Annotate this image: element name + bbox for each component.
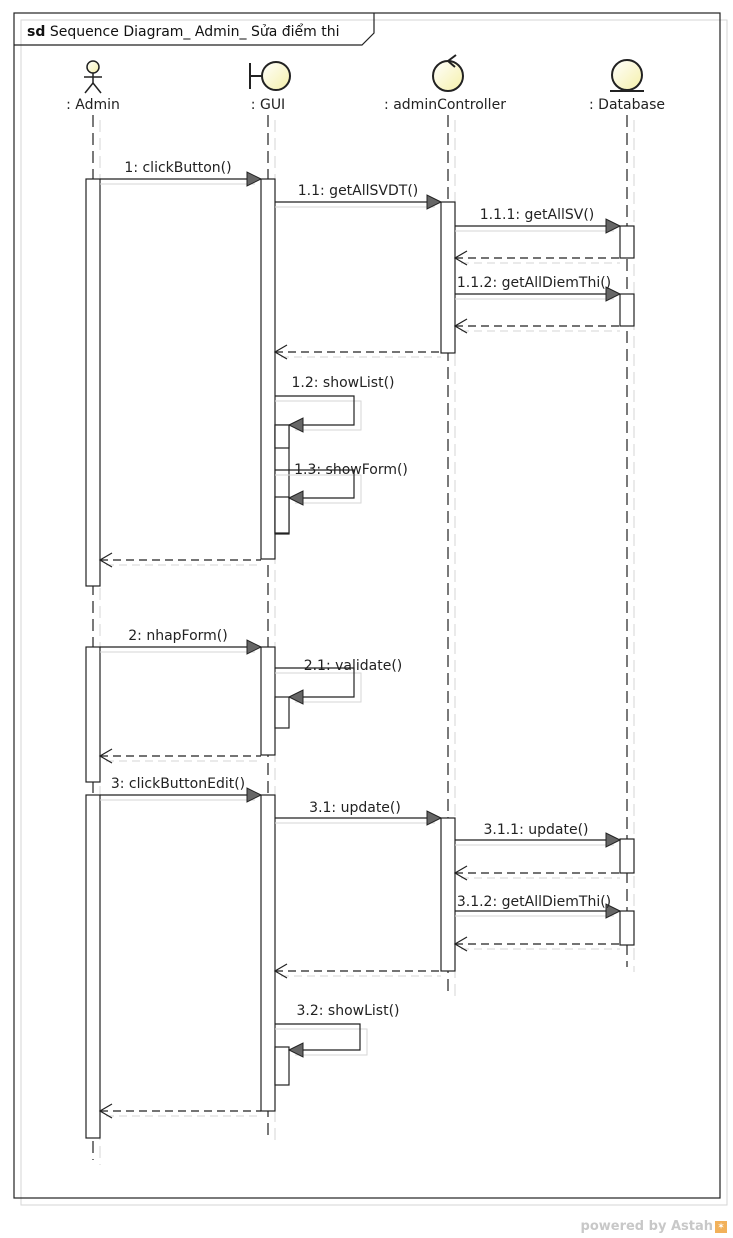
message-label: 3.1.1: update(): [483, 822, 588, 838]
message-3-clickbuttonedit: 3: clickButtonEdit(): [100, 776, 263, 803]
message-1-1-1-getallsv: 1.1.1: getAllSV(): [455, 207, 622, 234]
message-3-1-1-update: 3.1.1: update(): [455, 822, 622, 848]
message-return: [98, 552, 261, 568]
activation-bar: [85, 794, 101, 1139]
activation-bars: [85, 178, 635, 1139]
activation-bar: [260, 178, 276, 560]
activation-bar: [619, 293, 635, 327]
frame-title-text: Sequence Diagram_ Admin_ Sửa điểm thi: [50, 23, 340, 40]
activation-bar: [274, 424, 290, 449]
message-label: 1.2: showList(): [291, 375, 394, 391]
activation-bar: [85, 178, 101, 587]
message-label: 1.1.2: getAllDiemThi(): [457, 275, 611, 291]
message-label: 2.1: validate(): [304, 658, 403, 674]
entity-icon: [610, 59, 644, 92]
message-label: 3.1: update(): [309, 800, 401, 816]
message-label: 1.1.1: getAllSV(): [480, 207, 595, 223]
footer-text: powered by Astah: [580, 1219, 713, 1234]
message-2-nhapform: 2: nhapForm(): [100, 628, 263, 655]
message-return: [273, 344, 441, 360]
message-1-1-2-getalldiemthi: 1.1.2: getAllDiemThi(): [455, 275, 622, 302]
message-label: 3: clickButtonEdit(): [111, 776, 245, 792]
boundary-icon: [249, 61, 291, 91]
activation-bar: [619, 225, 635, 259]
activation-bar: [274, 496, 290, 534]
powered-by-footer: powered by Astah ✶: [581, 1219, 727, 1234]
message-3-1-2-getalldiemthi: 3.1.2: getAllDiemThi(): [455, 894, 622, 919]
message-1-2-showlist: 1.2: showList(): [275, 375, 395, 433]
control-icon: [432, 54, 464, 92]
message-return: [453, 865, 620, 881]
message-label: 2: nhapForm(): [128, 628, 227, 644]
frame-keyword: sd: [27, 24, 45, 40]
activation-bar: [619, 910, 635, 946]
activation-bar: [260, 794, 276, 1112]
message-label: 1.1: getAllSVDT(): [298, 183, 419, 199]
message-return: [273, 963, 441, 979]
lifeline-name-admin: : Admin: [66, 97, 120, 113]
astah-logo-icon: ✶: [715, 1220, 727, 1233]
message-return: [453, 318, 620, 334]
message-label: 1: clickButton(): [124, 160, 231, 176]
message-3-1-update: 3.1: update(): [275, 800, 443, 826]
actor-icon: [84, 60, 102, 94]
lifeline-name-controller: : adminController: [384, 97, 506, 113]
activation-bar: [260, 646, 276, 756]
lifeline-name-database: : Database: [589, 97, 665, 113]
activation-bar: [440, 201, 456, 354]
activation-bar: [274, 1046, 290, 1086]
message-2-1-validate: 2.1: validate(): [275, 658, 403, 705]
message-label: 3.2: showList(): [296, 1003, 399, 1019]
message-label: 3.1.2: getAllDiemThi(): [457, 894, 611, 910]
message-return: [98, 1103, 261, 1119]
message-1-3-showform: 1.3: showForm(): [275, 462, 408, 506]
message-3-2-showlist: 3.2: showList(): [275, 1003, 400, 1058]
message-1-clickbutton: 1: clickButton(): [100, 160, 263, 187]
activation-bar: [85, 646, 101, 783]
lifeline-name-gui: : GUI: [251, 97, 285, 113]
diagram-frame: sd Sequence Diagram_ Admin_ Sửa điểm thi: [13, 12, 728, 1206]
activation-bar: [619, 838, 635, 874]
message-1-1-getallsvdt: 1.1: getAllSVDT(): [275, 183, 443, 210]
message-return: [453, 250, 620, 266]
message-return: [98, 748, 261, 764]
activation-bar: [274, 696, 290, 729]
message-return: [453, 936, 620, 952]
message-label: 1.3: showForm(): [294, 462, 408, 478]
activation-bar: [440, 817, 456, 972]
frame-title: sd Sequence Diagram_ Admin_ Sửa điểm thi: [27, 23, 339, 40]
